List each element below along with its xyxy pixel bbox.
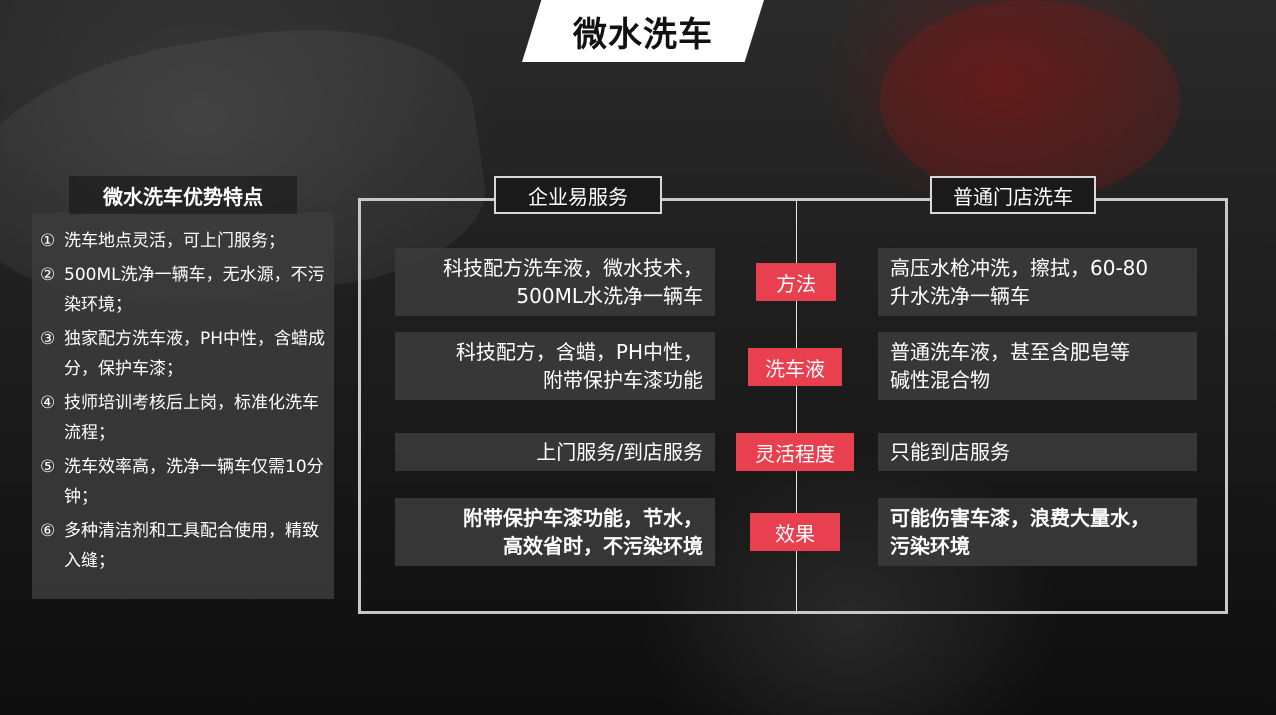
cell-line: 附带保护车漆功能	[543, 368, 703, 392]
cell-line: 科技配方洗车液，微水技术，	[443, 256, 703, 280]
advantage-item: ⑥ 多种清洁剂和工具配合使用，精致入缝；	[40, 516, 330, 576]
advantage-number: ④	[40, 393, 56, 413]
cell-line: 污染环境	[890, 534, 970, 558]
comparison-frame	[358, 198, 1228, 614]
advantage-item: ④ 技师培训考核后上岗，标准化洗车流程；	[40, 388, 330, 448]
cell-line: 科技配方，含蜡，PH中性，	[455, 340, 703, 364]
advantage-number: ①	[40, 231, 56, 251]
background-worker-shape	[880, 0, 1180, 200]
cell-line: 高效省时，不污染环境	[503, 534, 703, 558]
advantages-title: 微水洗车优势特点	[69, 176, 297, 214]
cell-line: 500ML水洗净一辆车	[516, 284, 703, 308]
comparison-divider	[796, 200, 797, 614]
advantage-text: 技师培训考核后上岗，标准化洗车流程；	[64, 393, 319, 443]
advantage-text: 500ML洗净一辆车，无水源，不污染环境；	[64, 265, 325, 315]
comparison-cell-right: 普通洗车液，甚至含肥皂等碱性混合物	[878, 332, 1197, 400]
cell-line: 升水洗净一辆车	[890, 284, 1030, 308]
advantage-number: ⑥	[40, 521, 56, 541]
cell-line: 高压水枪冲洗，擦拭，60-80	[890, 256, 1149, 280]
row-label-method: 方法	[756, 263, 836, 301]
advantage-text: 多种清洁剂和工具配合使用，精致入缝；	[64, 521, 319, 571]
advantage-text: 洗车效率高，洗净一辆车仅需10分钟；	[64, 457, 324, 507]
advantage-number: ②	[40, 265, 56, 285]
column-header-enterprise: 企业易服务	[494, 176, 662, 214]
page-title: 微水洗车	[573, 14, 713, 55]
advantage-text: 洗车地点灵活，可上门服务；	[64, 231, 285, 251]
comparison-cell-left: 附带保护车漆功能，节水， 高效省时，不污染环境	[395, 498, 715, 566]
cell-line: 附带保护车漆功能，节水，	[463, 506, 703, 530]
advantage-text: 独家配方洗车液，PH中性，含蜡成分，保护车漆；	[64, 329, 326, 379]
advantage-item: ⑤ 洗车效率高，洗净一辆车仅需10分钟；	[40, 452, 330, 512]
cell-line: 只能到店服务	[890, 440, 1010, 464]
advantages-panel	[32, 213, 334, 599]
comparison-cell-left: 科技配方洗车液，微水技术， 500ML水洗净一辆车	[395, 248, 715, 316]
comparison-cell-right: 可能伤害车漆，浪费大量水， 污染环境	[878, 498, 1197, 566]
advantage-number: ③	[40, 329, 56, 349]
row-label-flexibility: 灵活程度	[736, 433, 854, 471]
advantages-list: ① 洗车地点灵活，可上门服务； ② 500ML洗净一辆车，无水源，不污染环境； …	[40, 226, 330, 580]
row-label-effect: 效果	[750, 513, 840, 551]
title-banner: 微水洗车	[522, 0, 764, 62]
comparison-cell-right: 高压水枪冲洗，擦拭，60-80 升水洗净一辆车	[878, 248, 1197, 316]
comparison-cell-left: 科技配方，含蜡，PH中性， 附带保护车漆功能	[395, 332, 715, 400]
comparison-cell-right: 只能到店服务	[878, 433, 1197, 471]
advantage-item: ② 500ML洗净一辆车，无水源，不污染环境；	[40, 260, 330, 320]
advantage-item: ① 洗车地点灵活，可上门服务；	[40, 226, 330, 256]
cell-line: 碱性混合物	[890, 368, 990, 392]
cell-line: 普通洗车液，甚至含肥皂等	[890, 340, 1130, 364]
advantage-item: ③ 独家配方洗车液，PH中性，含蜡成分，保护车漆；	[40, 324, 330, 384]
row-label-detergent: 洗车液	[748, 348, 842, 386]
column-header-ordinary: 普通门店洗车	[930, 176, 1096, 214]
advantage-number: ⑤	[40, 457, 56, 477]
cell-line: 上门服务/到店服务	[536, 440, 703, 464]
cell-line: 可能伤害车漆，浪费大量水，	[890, 506, 1150, 530]
comparison-cell-left: 上门服务/到店服务	[395, 433, 715, 471]
